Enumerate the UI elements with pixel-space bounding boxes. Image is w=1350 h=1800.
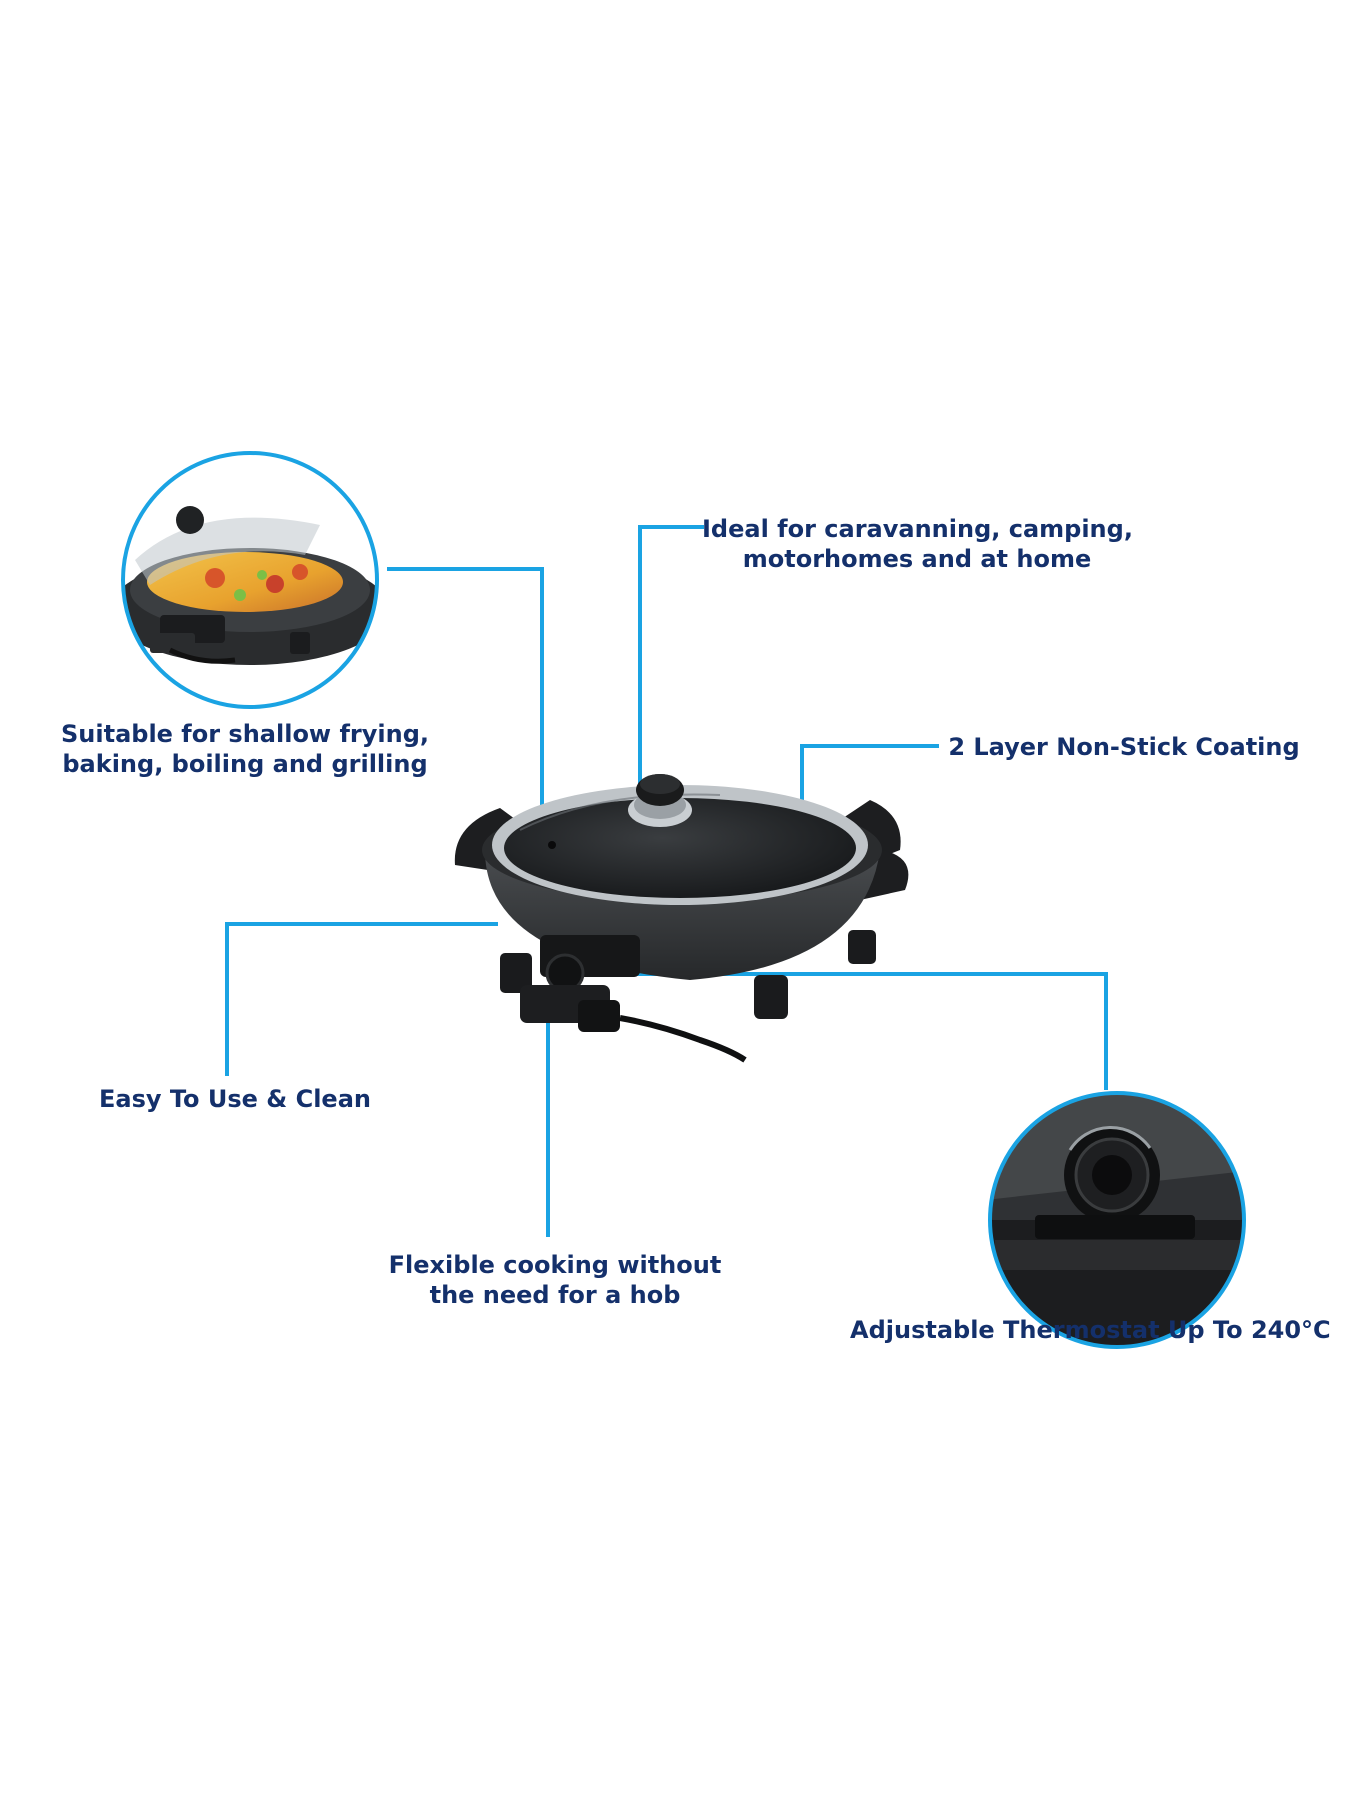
callout-flexible-cooking-line1: Flexible cooking without xyxy=(388,1251,722,1279)
callout-shallow-frying-line2: baking, boiling and grilling xyxy=(62,750,428,778)
callout-flexible-cooking-line2: the need for a hob xyxy=(429,1281,681,1309)
connector-top-left xyxy=(387,567,544,810)
callout-easy-clean-text: Easy To Use & Clean xyxy=(99,1085,371,1113)
callout-caravanning: Ideal for caravanning, camping, motorhom… xyxy=(702,514,1133,574)
main-product-image xyxy=(454,774,909,1063)
callout-caravanning-line2: motorhomes and at home xyxy=(742,545,1092,573)
inset-left-photo xyxy=(121,451,379,709)
callout-thermostat: Adjustable Thermostat Up To 240°C xyxy=(850,1315,1331,1345)
callout-flexible-cooking: Flexible cooking without the need for a … xyxy=(375,1250,735,1310)
callout-easy-clean: Easy To Use & Clean xyxy=(90,1084,380,1114)
inset-right-photo xyxy=(988,1091,1246,1349)
connector-bottom-right xyxy=(568,972,1108,1090)
callout-shallow-frying-line1: Suitable for shallow frying, xyxy=(61,720,429,748)
connector-top-center xyxy=(638,525,704,797)
connector-left xyxy=(225,922,498,1076)
callout-non-stick: 2 Layer Non-Stick Coating xyxy=(940,732,1308,762)
connector-lines xyxy=(225,525,1108,1237)
callout-caravanning-line1: Ideal for caravanning, camping, xyxy=(702,515,1133,543)
callout-shallow-frying: Suitable for shallow frying, baking, boi… xyxy=(60,719,430,779)
callout-non-stick-text: 2 Layer Non-Stick Coating xyxy=(948,733,1300,761)
callout-thermostat-text: Adjustable Thermostat Up To 240°C xyxy=(850,1316,1331,1344)
